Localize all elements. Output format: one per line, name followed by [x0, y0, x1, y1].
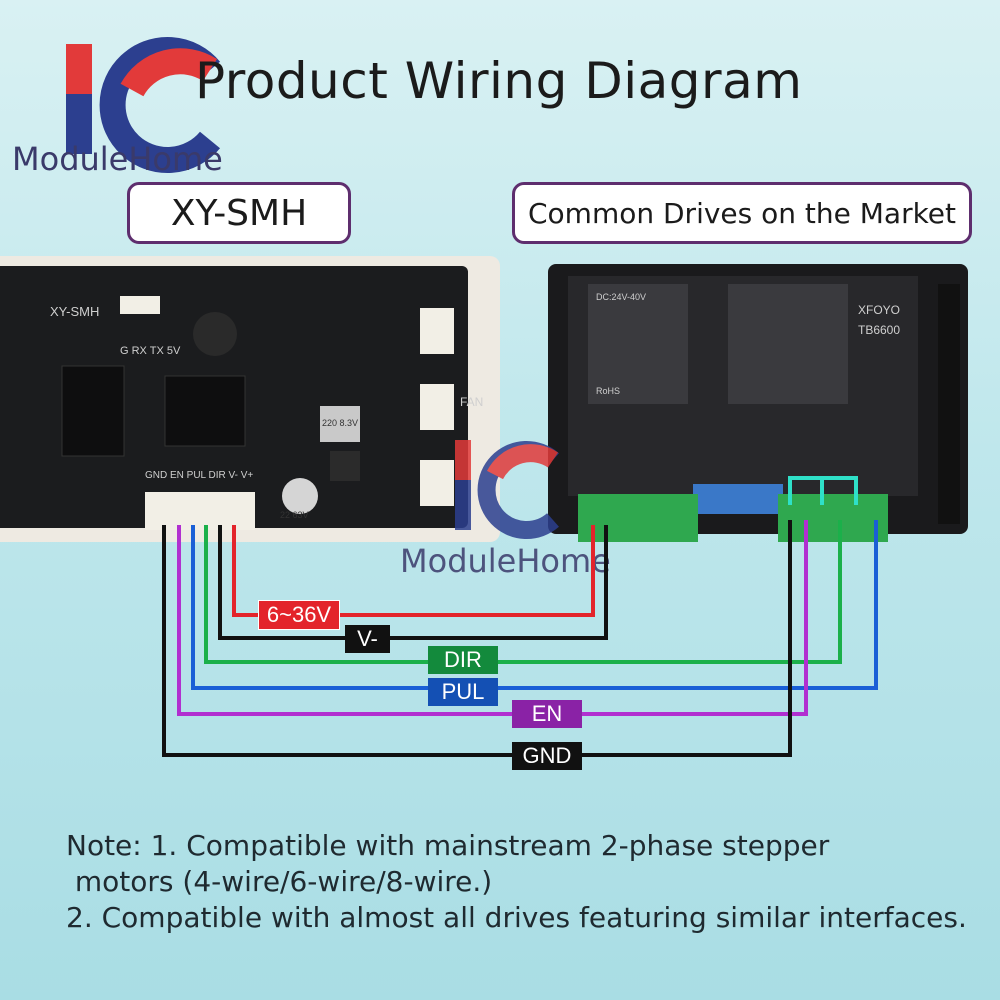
- driver-brand: XFOYO: [858, 303, 900, 317]
- watermark-brand: ModuleHome: [400, 542, 611, 580]
- wire-en: [177, 520, 808, 716]
- wire-vminus: [218, 525, 608, 640]
- brand-logo: [66, 37, 221, 173]
- label-gnd: GND: [512, 742, 582, 770]
- watermark-logo: [455, 440, 559, 539]
- page-title: Product Wiring Diagram: [195, 52, 803, 110]
- label-dir: DIR: [428, 646, 498, 674]
- board-header-pins: G RX TX 5V: [120, 345, 181, 357]
- driver-power: DC:24V-40V: [596, 292, 646, 302]
- wire-dir: [204, 520, 842, 664]
- label-en: EN: [512, 700, 582, 728]
- wire-pul: [191, 520, 878, 690]
- drives-label-box: Common Drives on the Market: [512, 182, 972, 244]
- compatibility-note: Note: 1. Compatible with mainstream 2-ph…: [66, 828, 967, 936]
- board-cap-label: 22 63V: [280, 510, 309, 520]
- driver-model: TB6600: [858, 323, 900, 337]
- driver-rohs: RoHS: [596, 386, 620, 396]
- board-pin-row: GND EN PUL DIR V- V+: [145, 470, 253, 481]
- note-line-3: 2. Compatible with almost all drives fea…: [66, 901, 967, 934]
- label-pul: PUL: [428, 678, 498, 706]
- model-label-box: XY-SMH: [127, 182, 351, 244]
- brand-name: ModuleHome: [12, 140, 223, 178]
- wire-vplus: [232, 525, 595, 617]
- board-inductor-label: 220 8.3V: [322, 418, 358, 428]
- label-vminus: V-: [345, 625, 390, 653]
- label-vplus: 6~36V: [258, 600, 340, 630]
- note-line-2: motors (4-wire/6-wire/8-wire.): [66, 865, 493, 898]
- wire-gnd: [162, 520, 792, 757]
- xy-smh-board: XY-SMH G RX TX 5V GND EN PUL DIR V- V+ F…: [0, 256, 500, 542]
- board-fan-label: FAN: [460, 395, 483, 409]
- note-line-1: Note: 1. Compatible with mainstream 2-ph…: [66, 829, 830, 862]
- board-silk-name: XY-SMH: [50, 304, 99, 319]
- tb6600-driver: XFOYO TB6600 DC:24V-40V RoHS: [548, 264, 968, 542]
